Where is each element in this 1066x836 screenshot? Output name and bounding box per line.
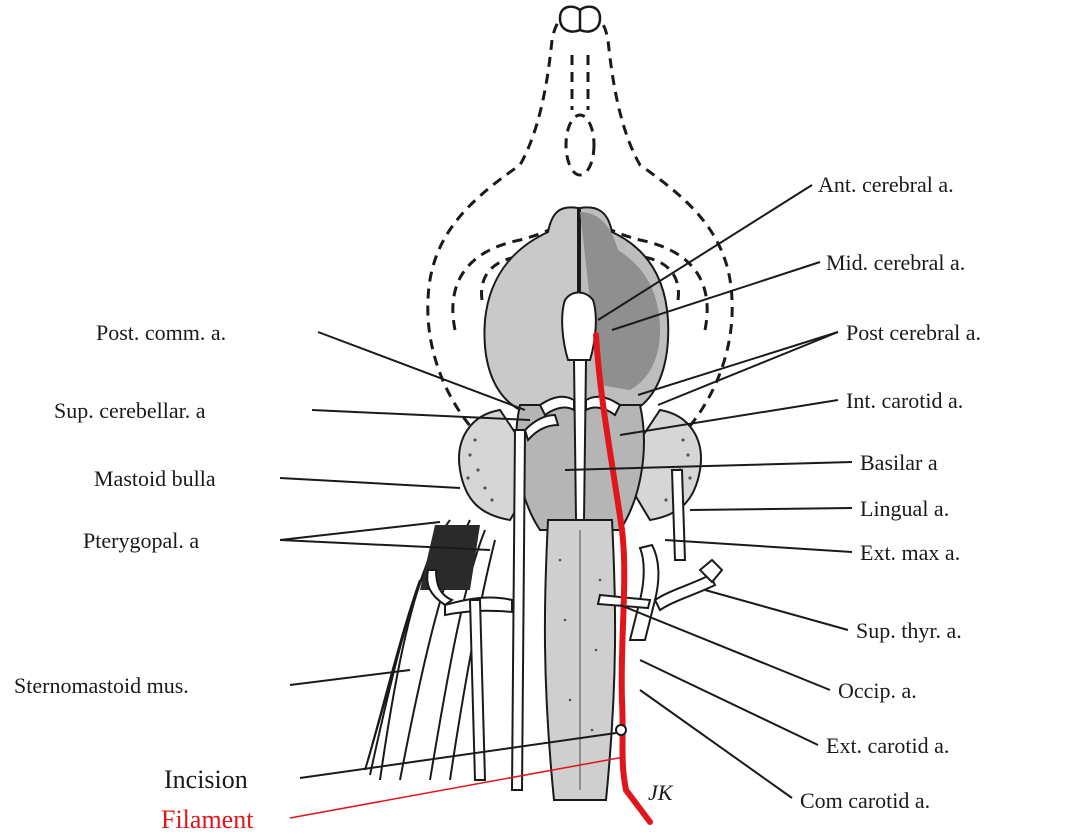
label-lingual: Lingual a. <box>860 496 949 521</box>
label-occip: Occip. a. <box>838 678 917 703</box>
label-sup-thyr: Sup. thyr. a. <box>856 618 962 643</box>
incision-mark <box>616 725 626 735</box>
nose-tip <box>560 7 600 32</box>
label-int-carotid: Int. carotid a. <box>846 388 963 413</box>
label-sternomastoid: Sternomastoid mus. <box>14 673 189 698</box>
label-basilar: Basilar a <box>860 450 938 475</box>
label-ant-cerebral: Ant. cerebral a. <box>818 172 954 197</box>
label-post-comm: Post. comm. a. <box>96 320 226 345</box>
label-ext-carotid: Ext. carotid a. <box>826 733 949 758</box>
artist-signature: JK <box>648 780 674 805</box>
label-mastoid-bulla: Mastoid bulla <box>94 466 216 491</box>
label-post-cerebral: Post cerebral a. <box>846 320 981 345</box>
label-filament: Filament <box>161 805 254 834</box>
label-sup-cerebellar: Sup. cerebellar. a <box>54 398 206 423</box>
label-incision: Incision <box>164 765 248 794</box>
left-labels: Post. comm. a. Sup. cerebellar. a Mastoi… <box>14 320 226 698</box>
label-pterygopal: Pterygopal. a <box>83 528 199 553</box>
label-ext-max: Ext. max a. <box>860 540 960 565</box>
right-labels: Ant. cerebral a. Mid. cerebral a. Post c… <box>800 172 981 813</box>
label-mid-cerebral: Mid. cerebral a. <box>826 250 965 275</box>
label-com-carotid: Com carotid a. <box>800 788 930 813</box>
